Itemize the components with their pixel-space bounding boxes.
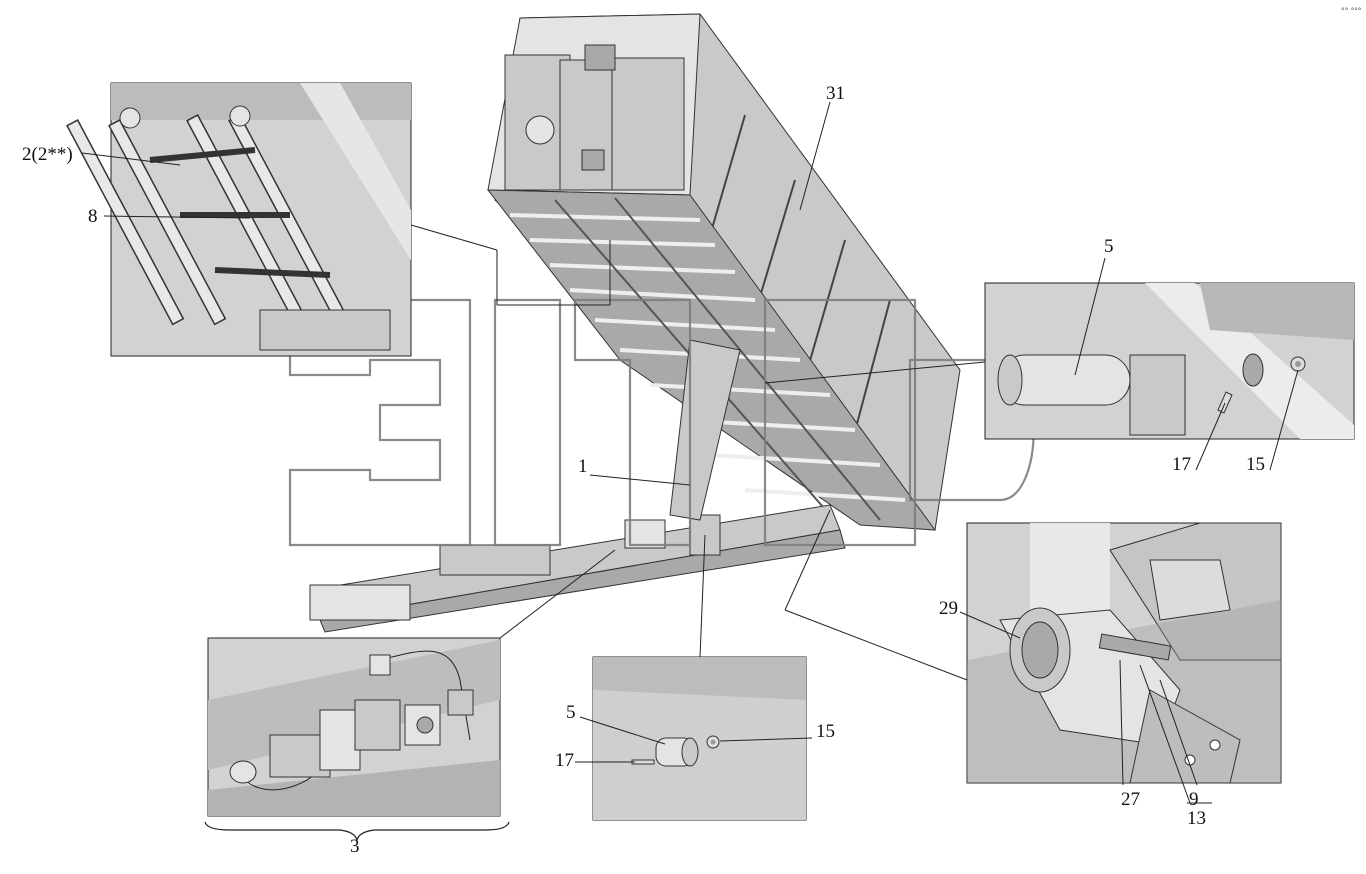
chassis-frame [309,339,846,633]
callout-17-top: 17 [1172,454,1191,475]
dump-body [486,13,961,531]
callout-15-top: 15 [1246,454,1265,475]
washer-icon [706,735,720,749]
leader-lines [81,101,1299,804]
ladder-detail-inset [66,82,412,357]
callout-17-bottom: 17 [555,750,574,771]
callout-13: 13 [1187,808,1206,829]
callout-29: 29 [939,598,958,619]
callout-1: 1 [578,456,588,477]
hydraulic-valve-detail-inset [207,637,501,817]
bracket-3 [204,821,510,841]
callout-5-top: 5 [1104,236,1114,257]
corner-mark: °° °°° [1341,6,1362,16]
callout-15-bottom: 15 [816,721,835,742]
callout-8: 8 [88,206,98,227]
hinge-pin-detail-top-inset [984,282,1355,440]
callout-3: 3 [350,836,360,857]
cylinder-mount-detail-inset [966,522,1282,784]
callout-5-bottom: 5 [566,702,576,723]
washer-icon [1290,356,1306,372]
cotter-pin-icon [1217,391,1233,414]
callout-31: 31 [826,83,845,104]
callout-27: 27 [1121,789,1140,810]
cotter-pin-icon [631,759,655,765]
hinge-pin-detail-bottom-inset [592,656,807,821]
callout-9: 9 [1189,789,1199,810]
callout-2: 2(2**) [22,144,73,165]
